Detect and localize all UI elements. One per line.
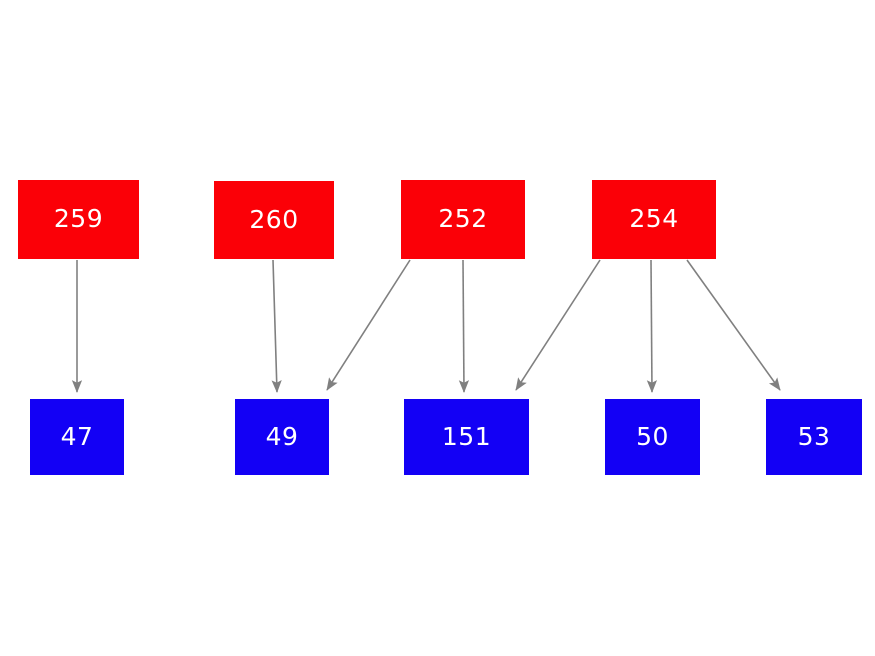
node-label-259: 259 bbox=[53, 204, 104, 233]
node-47[interactable]: 47 bbox=[30, 399, 124, 475]
edge-n254-to-n151 bbox=[515, 259, 601, 391]
node-260[interactable]: 260 bbox=[214, 181, 334, 259]
edge-n252-to-n49 bbox=[326, 259, 411, 391]
node-label-151: 151 bbox=[441, 421, 492, 451]
node-259[interactable]: 259 bbox=[18, 180, 139, 259]
node-53[interactable]: 53 bbox=[766, 399, 862, 475]
node-254[interactable]: 254 bbox=[592, 180, 716, 259]
edge-n252-to-n151 bbox=[458, 259, 470, 393]
node-label-53: 53 bbox=[797, 421, 831, 451]
edge-n260-to-n49 bbox=[271, 259, 282, 393]
node-label-49: 49 bbox=[265, 421, 299, 451]
edge-n254-to-n53 bbox=[686, 259, 781, 391]
node-49[interactable]: 49 bbox=[235, 399, 329, 475]
edge-group bbox=[71, 259, 781, 393]
node-label-260: 260 bbox=[249, 204, 299, 234]
edge-n254-to-n50 bbox=[646, 259, 658, 393]
node-50[interactable]: 50 bbox=[605, 399, 700, 475]
node-label-252: 252 bbox=[438, 204, 488, 233]
node-label-254: 254 bbox=[629, 204, 679, 233]
node-151[interactable]: 151 bbox=[404, 399, 529, 475]
node-label-50: 50 bbox=[636, 421, 669, 451]
node-252[interactable]: 252 bbox=[401, 180, 525, 259]
node-label-47: 47 bbox=[60, 421, 94, 451]
